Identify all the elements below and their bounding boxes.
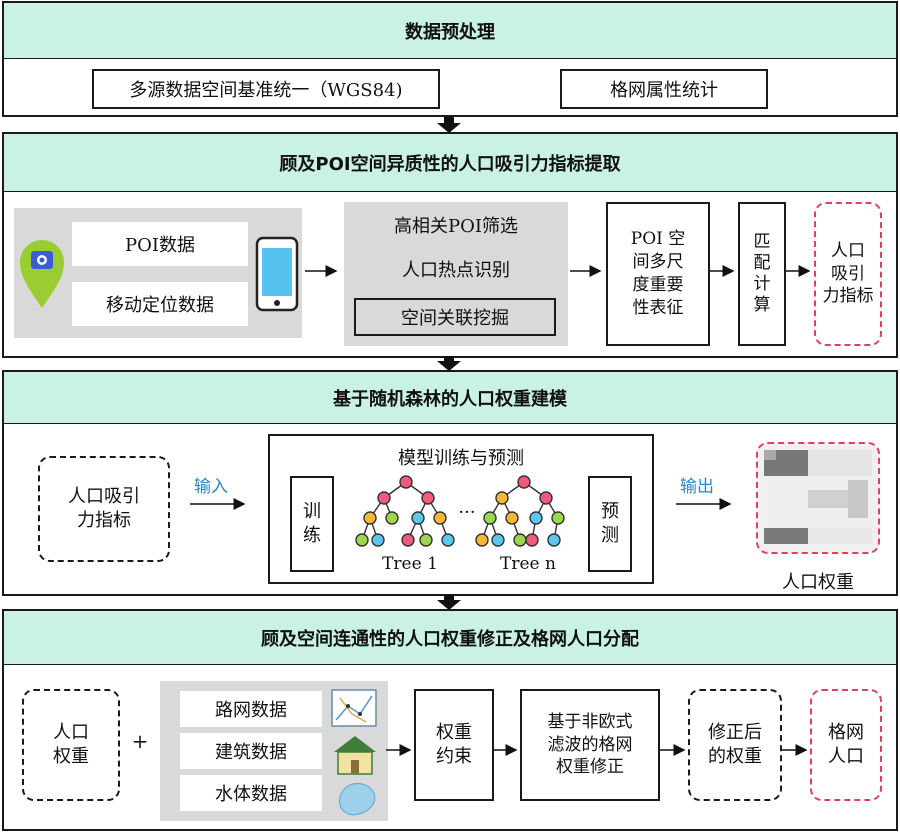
stage3-input-label: 输入 [194, 477, 228, 497]
stage3-tree1-label: Tree 1 [382, 554, 438, 574]
stage4-plus: + [131, 729, 149, 753]
stage3-input: 人口吸引 力指标 [38, 456, 170, 562]
stage4-constraint: 权重 约束 [414, 689, 494, 801]
stage1-title: 数据预处理 [4, 3, 896, 59]
stage2-input-poi: POI数据 [72, 222, 248, 266]
stage2-hotspot: 人口热点识别 [402, 260, 510, 281]
stage2-input-mobile: 移动定位数据 [72, 282, 248, 326]
stage-arrow-1 [437, 117, 461, 133]
stage4-water: 水体数据 [180, 775, 322, 811]
building-icon [334, 736, 376, 775]
water-body-icon [338, 782, 376, 816]
stage1-item-datum: 多源数据空间基准统一（WGS84) [92, 69, 440, 109]
stage3-train: 训 练 [290, 476, 334, 572]
stage4-title: 顾及空间连通性的人口权重修正及格网人口分配 [4, 611, 896, 665]
stage2-output: 人口 吸引 力指标 [814, 202, 882, 346]
stage3-output-label: 输出 [680, 477, 714, 497]
stage-arrow-2 [437, 356, 461, 371]
stage3-output-caption: 人口权重 [782, 572, 854, 593]
stage1-panel: 数据预处理 多源数据空间基准统一（WGS84) 格网属性统计 [2, 1, 898, 117]
stage4-correction: 基于非欧式 滤波的格网 权重修正 [520, 689, 660, 801]
stage4-corrected: 修正后 的权重 [688, 689, 782, 801]
stage3-model-title: 模型训练与预测 [398, 448, 524, 469]
stage2-filter: 高相关POI筛选 [394, 216, 518, 237]
stage1-item-grid-stats: 格网属性统计 [560, 69, 768, 109]
stage-arrow-3 [437, 595, 461, 610]
stage3-predict: 预 测 [588, 476, 632, 572]
stage3-panel: 基于随机森林的人口权重建模 人口吸引 力指标 输入 模型训练与预测 训 练 预 … [2, 370, 898, 596]
location-pin-icon [20, 240, 64, 308]
stage2-multiscale: POI 空 间多尺 度重要 性表征 [606, 202, 710, 346]
stage3-treen-label: Tree n [500, 554, 556, 574]
stage4-grid-pop: 格网 人口 [810, 689, 882, 801]
stage2-assoc: 空间关联挖掘 [354, 298, 556, 336]
tree-n-icon [475, 475, 565, 547]
stage3-ellipsis: ··· [458, 502, 476, 523]
stage4-building: 建筑数据 [180, 733, 322, 769]
stage3-title: 基于随机森林的人口权重建模 [4, 372, 896, 424]
tree-1-icon [355, 475, 455, 547]
stage2-panel: 顾及POI空间异质性的人口吸引力指标提取 POI数据 移动定位数据 高相关POI… [2, 132, 898, 358]
stage3-output-map [756, 442, 880, 554]
stage2-match: 匹 配 计 算 [738, 202, 786, 346]
stage4-road: 路网数据 [180, 691, 322, 727]
stage4-weight: 人口 权重 [22, 689, 120, 801]
road-network-icon [331, 689, 377, 727]
stage2-title: 顾及POI空间异质性的人口吸引力指标提取 [4, 134, 896, 192]
smartphone-icon [255, 236, 299, 312]
weight-map-icon [764, 450, 872, 544]
